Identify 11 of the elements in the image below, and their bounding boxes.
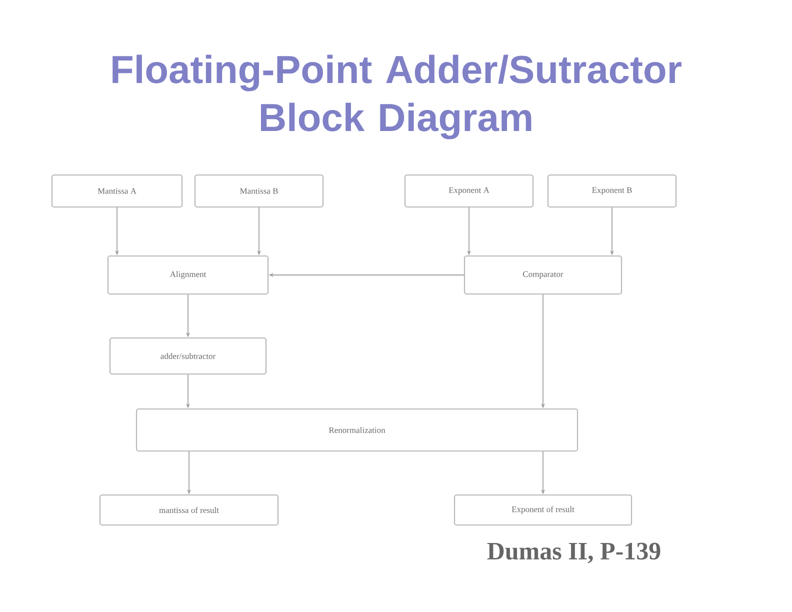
output-box: Exponent of result	[454, 494, 632, 526]
process-box: Comparator	[464, 255, 622, 295]
process-box: Renormalization	[136, 408, 578, 452]
process-box: adder/subtractor	[109, 337, 267, 375]
title: Floating-Point Adder/Sutractor Block Diagram	[112, 54, 682, 140]
output-box: mantissa of result	[99, 494, 279, 526]
input-box: Mantissa B	[194, 174, 324, 208]
input-box: Mantissa A	[51, 174, 183, 208]
input-box: Exponent A	[404, 174, 534, 208]
process-box: Alignment	[107, 255, 269, 295]
input-box: Exponent B	[547, 174, 677, 208]
